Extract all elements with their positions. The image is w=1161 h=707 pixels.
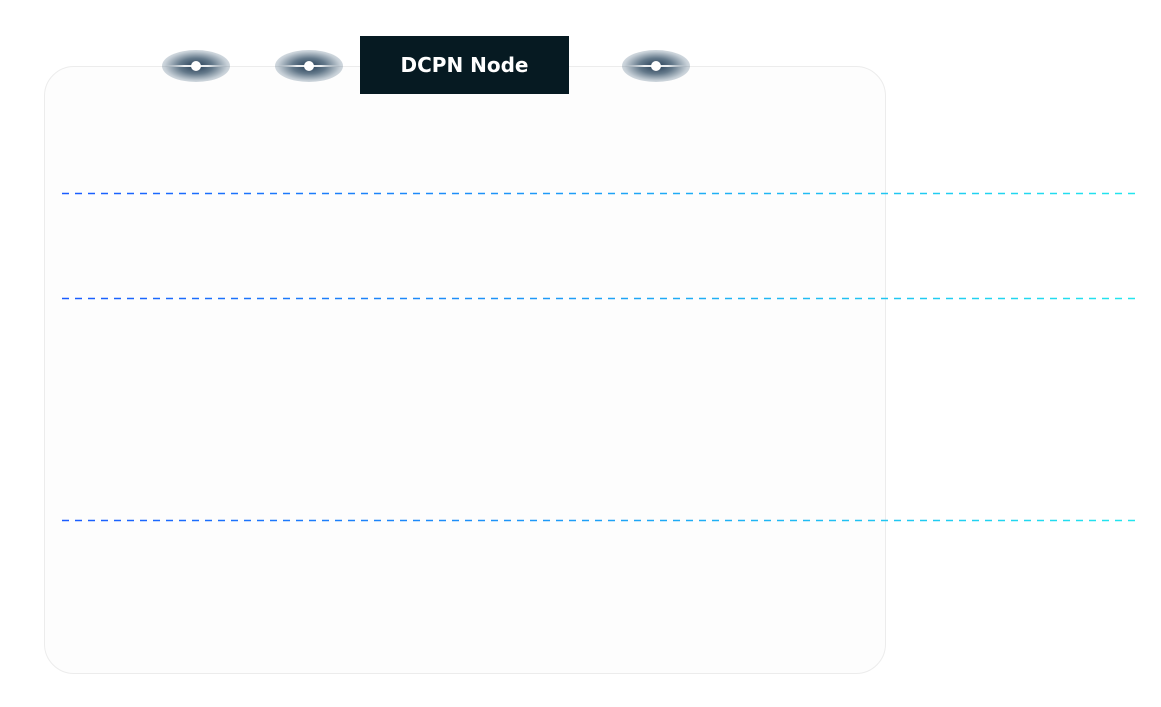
node-label-text: DCPN Node	[400, 53, 529, 77]
diagram-frame	[44, 66, 886, 674]
dcpn-node-label: DCPN Node	[360, 36, 569, 94]
connector-port-icon	[156, 44, 236, 88]
port-dot-icon	[191, 61, 201, 71]
port-dot-icon	[304, 61, 314, 71]
connector-port-icon	[616, 44, 696, 88]
port-dot-icon	[651, 61, 661, 71]
connector-port-icon	[269, 44, 349, 88]
